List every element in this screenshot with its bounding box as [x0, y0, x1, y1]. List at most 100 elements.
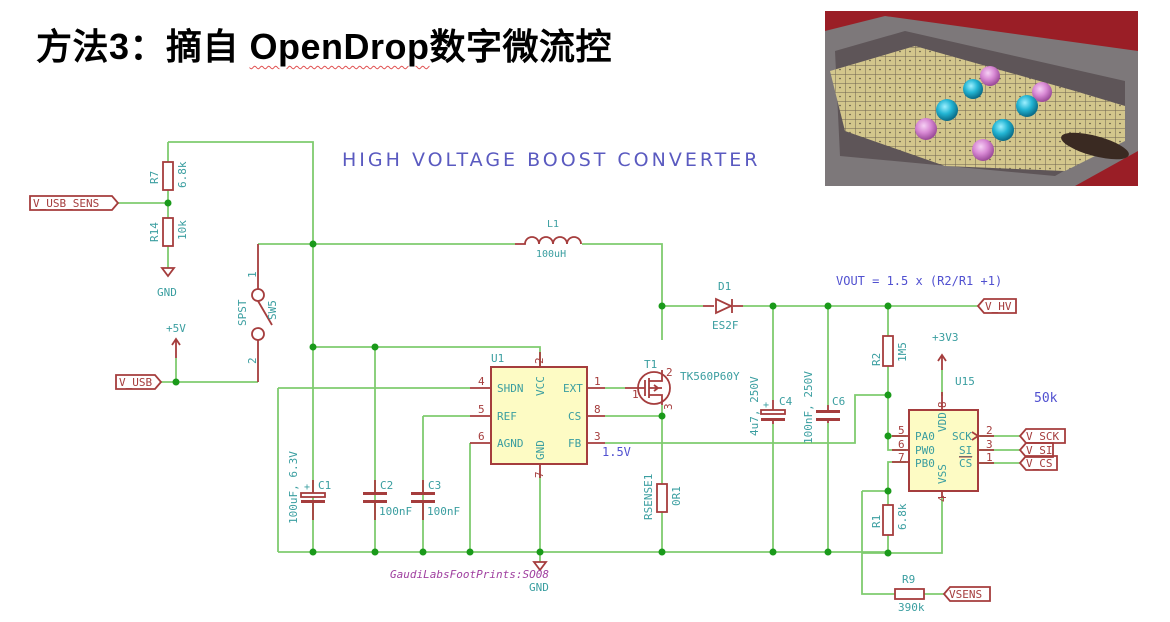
slide-title: 方法3：摘自 OpenDrop数字微流控: [36, 18, 612, 70]
power-label: GND: [157, 286, 177, 299]
pin-name: PW0: [915, 444, 935, 457]
pin-number: 1: [246, 271, 259, 278]
junction-dot: [309, 240, 317, 248]
pin-number: 3: [662, 403, 675, 410]
power-label: +5V: [166, 322, 186, 335]
pin-name: SI: [959, 444, 972, 457]
fb-voltage-annotation: 1.5V: [602, 445, 631, 459]
pink-droplet: [915, 118, 937, 140]
capacitor-plate: [816, 418, 840, 421]
power-arrow-icon: [937, 353, 947, 370]
resistor-r2[interactable]: R2 1M5: [870, 335, 909, 367]
pink-droplet: [1032, 82, 1052, 102]
capacitor-plate-positive: [760, 409, 786, 415]
junctions: [164, 199, 892, 557]
capacitor-c2[interactable]: C2 100nF: [363, 479, 412, 520]
power-3v3-symbol: +3V3: [932, 331, 959, 370]
resistor-r1[interactable]: R1 6.8k: [870, 503, 909, 536]
ic-pins: [892, 392, 994, 498]
mosfet-t1[interactable]: 1 2 3 T1 TK560P60Y: [625, 358, 740, 410]
net-label-v-usb-sens[interactable]: V_USB_SENS: [29, 195, 120, 211]
wire: [582, 243, 663, 340]
pin-number: 1: [594, 375, 601, 388]
pin-name: SCK: [952, 430, 972, 443]
resistor-r14[interactable]: R14 10k: [148, 217, 189, 247]
gnd-symbol: GND: [157, 267, 177, 299]
pin-name: VCC: [534, 376, 547, 396]
ic-u15[interactable]: U15 5 PA0 6 PW0 7 PB0 8 VSS VDD VSS 4 2 …: [892, 375, 994, 502]
component-value: 390k: [898, 601, 925, 614]
component-ref: L1: [547, 219, 559, 230]
pin-number: 5: [478, 403, 485, 416]
component-value: SPST: [236, 299, 249, 326]
component-value: 100nF: [427, 505, 460, 518]
vout-formula: VOUT = 1.5 x (R2/R1 +1): [836, 274, 1002, 288]
resistor-body: [162, 217, 174, 247]
wire: [887, 461, 906, 505]
net-label-v-hv[interactable]: V_HV: [976, 298, 1017, 314]
pin-number: 8: [594, 403, 601, 416]
component-ref: R9: [902, 573, 915, 586]
component-value: 100uF, 6.3V: [287, 451, 300, 524]
pin-name: PA0: [915, 430, 935, 443]
net-label-v-usb[interactable]: V_USB: [115, 374, 163, 390]
resistor-body: [162, 161, 174, 191]
junction-dot: [884, 549, 892, 557]
net-label-v-sck[interactable]: V_SCK: [1018, 428, 1066, 444]
resistor-r9[interactable]: R9 390k: [894, 573, 925, 614]
polarity-plus: +: [763, 400, 769, 411]
ic-u1[interactable]: U1 4 SHDN 5 REF 6 AGND 2 VCC 7 GND 1 EXT…: [470, 352, 605, 478]
ic-body: [490, 366, 588, 465]
inductor-l1[interactable]: L1 100uH: [515, 219, 582, 260]
net-label-text: VSENS: [949, 588, 982, 601]
net-label-shape: [976, 298, 1017, 314]
resistor-rsense1[interactable]: RSENSE1 0R1: [642, 474, 683, 520]
net-label-text: V_SCK: [1026, 430, 1059, 443]
component-ref: C6: [832, 395, 845, 408]
net-label-shape: [942, 586, 991, 602]
capacitor-plate-positive: [300, 492, 326, 498]
capacitor-plate: [363, 492, 387, 495]
net-label-vsens[interactable]: VSENS: [942, 586, 991, 602]
switch-sw5[interactable]: 1 2 SPST SW5: [236, 244, 279, 382]
component-ref: SW5: [266, 300, 279, 320]
junction-dot: [769, 548, 777, 556]
resistor-r7[interactable]: R7 6.8k: [148, 161, 189, 191]
junction-dot: [824, 548, 832, 556]
component-value: TK560P60Y: [680, 370, 740, 383]
junction-dot: [884, 432, 892, 440]
component-ref: R7: [148, 171, 161, 184]
capacitor-c1[interactable]: + C1 100uF, 6.3V: [287, 451, 331, 524]
component-value: 10k: [176, 220, 189, 240]
pink-droplet: [972, 139, 994, 161]
footprint-label: GaudiLabsFootPrints:SO08: [390, 568, 549, 581]
pink-droplet: [980, 66, 1000, 86]
pin-number: 1: [986, 451, 993, 464]
junction-dot: [309, 343, 317, 351]
pin-number: 8: [936, 401, 949, 408]
diode-d1[interactable]: D1 ES2F: [703, 280, 743, 332]
resistor-body: [656, 483, 668, 513]
electrode-grid: [830, 46, 1125, 171]
pin-number: 4: [478, 375, 485, 388]
pin-name: AGND: [497, 437, 524, 450]
resistor-body: [882, 504, 894, 536]
capacitor-c3[interactable]: C3 100nF: [411, 479, 460, 520]
component-value: 100nF, 250V: [802, 371, 815, 444]
junction-dot: [884, 391, 892, 399]
pin-number: 2: [246, 357, 259, 364]
capacitor-c4[interactable]: + C4 4u7, 250V: [748, 376, 793, 436]
ic-pins: [470, 352, 605, 478]
junction-dot: [172, 378, 180, 386]
pin-name: SHDN: [497, 382, 524, 395]
inductor-coil: [515, 236, 582, 245]
pin-name: VDD: [936, 412, 949, 432]
ground-icon: [532, 561, 548, 572]
net-label-text: V_SI: [1026, 444, 1053, 457]
capacitor-c6[interactable]: C6 100nF, 250V: [802, 371, 845, 444]
junction-dot: [371, 548, 379, 556]
pin-number: 2: [666, 366, 673, 379]
net-label-v-cs[interactable]: V_CS: [1018, 455, 1058, 471]
net-label-v-si[interactable]: V_SI: [1018, 442, 1054, 458]
